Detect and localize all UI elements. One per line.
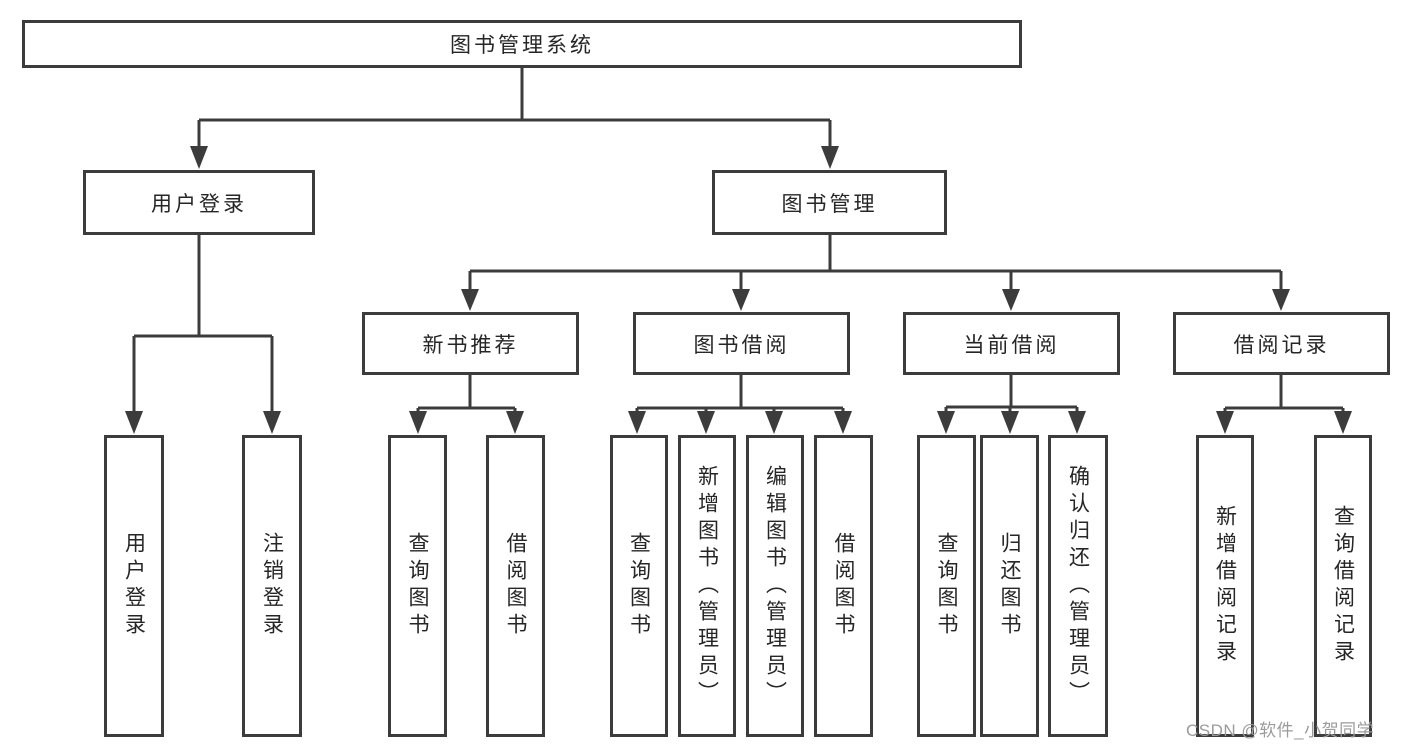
node-book-management-branch-label: 图书管理 [781,192,878,216]
node-new-book-recommendation: 新书推荐 [362,312,579,375]
node-borrowing-records-label: 借阅记录 [1233,333,1330,357]
leaf-logout: 注销登录 [242,435,302,737]
node-root-library-system: 图书管理系统 [22,20,1022,68]
node-user-login-branch-label: 用户登录 [151,192,247,216]
node-root-label: 图书管理系统 [450,34,594,57]
leaf-add-books-admin-label: 新增图书（管理员） [695,464,719,708]
watermark: CSDN @软件_小贺同学 [1186,721,1375,740]
leaf-borrowing-query-books-label: 查询图书 [627,532,651,640]
leaf-return-books: 归还图书 [980,435,1039,737]
leaf-query-borrow-record-label: 查询借阅记录 [1331,505,1355,667]
node-new-book-recommendation-label: 新书推荐 [422,333,519,357]
leaf-newbook-query-books: 查询图书 [388,435,447,737]
leaf-add-books-admin: 新增图书（管理员） [678,435,736,737]
leaf-query-borrow-record: 查询借阅记录 [1314,435,1372,737]
leaf-borrow-books-label: 借阅图书 [832,532,855,640]
leaf-edit-books-admin: 编辑图书（管理员） [746,435,804,737]
leaf-current-query-books: 查询图书 [917,435,976,737]
node-current-borrowing-label: 当前借阅 [963,333,1060,357]
leaf-current-query-books-label: 查询图书 [935,532,958,640]
leaf-edit-books-admin-label: 编辑图书（管理员） [763,464,787,708]
leaf-newbook-query-books-label: 查询图书 [406,532,429,640]
leaf-add-borrow-record: 新增借阅记录 [1196,435,1254,737]
node-borrowing-records: 借阅记录 [1173,312,1390,375]
leaf-confirm-return-admin-label: 确认归还（管理员） [1066,464,1090,708]
leaf-confirm-return-admin: 确认归还（管理员） [1048,435,1108,737]
leaf-newbook-borrow-books: 借阅图书 [486,435,545,737]
leaf-logout-label: 注销登录 [260,532,284,640]
node-book-borrowing: 图书借阅 [633,312,850,375]
leaf-borrow-books: 借阅图书 [814,435,873,737]
leaf-newbook-borrow-books-label: 借阅图书 [504,532,527,640]
node-user-login-branch: 用户登录 [83,170,315,235]
node-current-borrowing: 当前借阅 [903,312,1120,375]
node-book-management-branch: 图书管理 [712,170,947,235]
node-book-borrowing-label: 图书借阅 [693,333,790,357]
leaf-return-books-label: 归还图书 [998,532,1021,640]
leaf-user-login-label: 用户登录 [122,532,146,640]
leaf-user-login: 用户登录 [104,435,164,737]
leaf-borrowing-query-books: 查询图书 [610,435,668,737]
leaf-add-borrow-record-label: 新增借阅记录 [1213,505,1237,667]
